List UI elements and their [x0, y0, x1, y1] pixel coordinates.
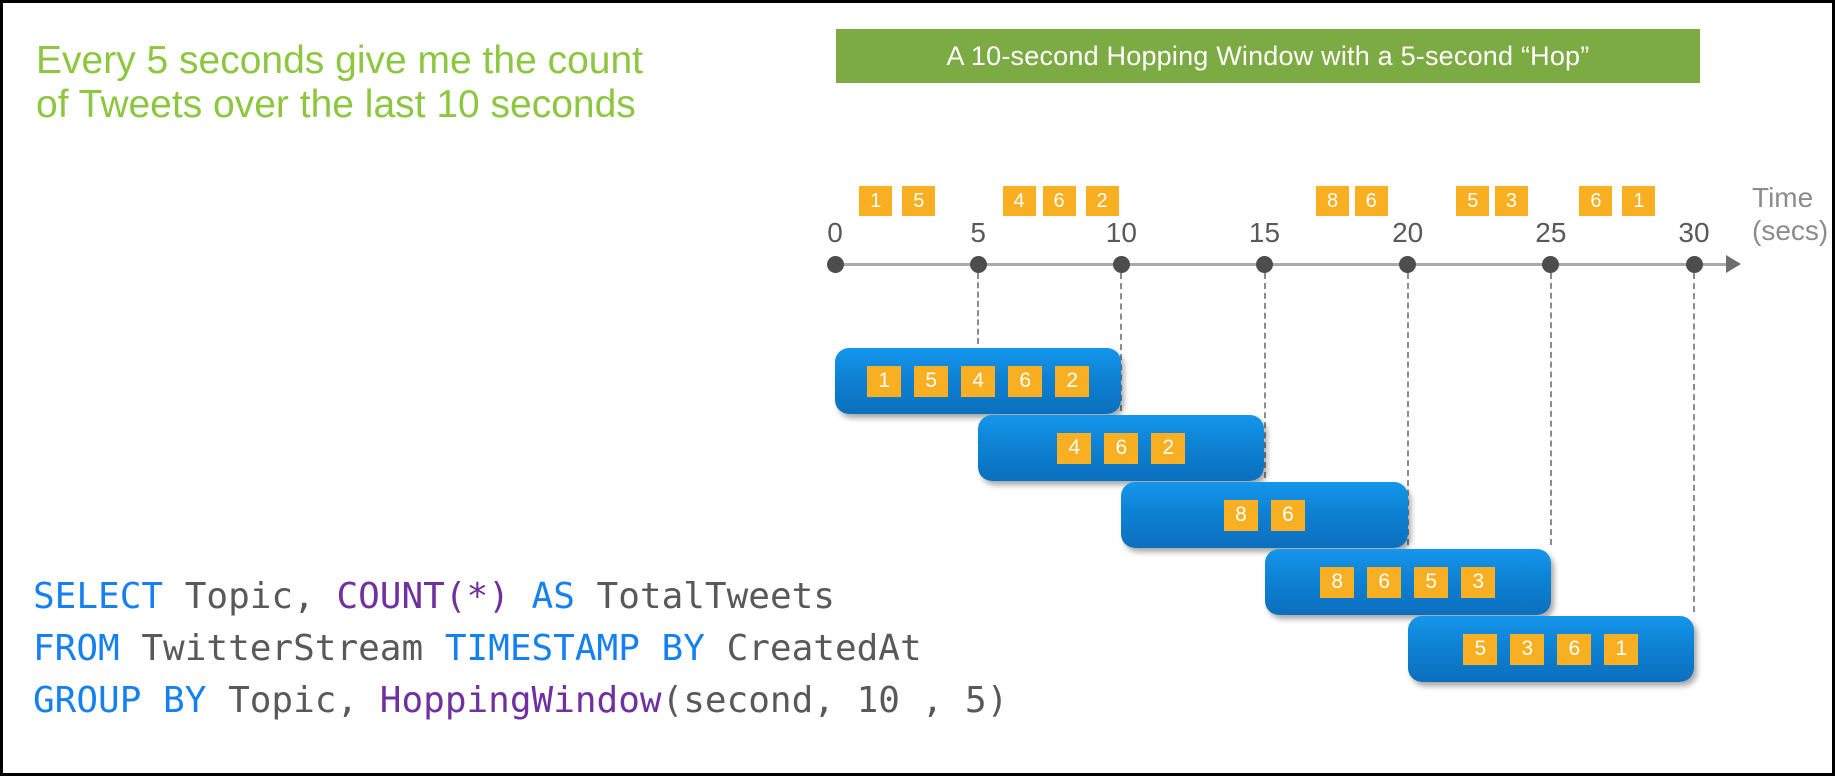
headline-text: Every 5 seconds give me the count of Twe… — [36, 39, 643, 126]
window-event-chip: 6 — [1557, 633, 1592, 665]
sql-token-kw: SELECT — [33, 576, 185, 617]
axis-tick-dot — [1542, 255, 1560, 273]
time-axis — [835, 263, 1726, 266]
axis-tick-label: 20 — [1392, 217, 1424, 248]
sql-token-kw: GROUP BY — [33, 680, 229, 721]
tick-drop-dash — [1693, 273, 1695, 612]
sql-token-kw: TIMESTAMP BY — [444, 628, 727, 669]
axis-time-label-line1: Time — [1752, 182, 1814, 213]
window-event-chip: 8 — [1320, 566, 1355, 598]
axis-arrow-icon — [1726, 255, 1741, 273]
axis-tick-label: 25 — [1535, 217, 1567, 248]
window-event-chip: 1 — [1604, 633, 1639, 665]
sql-token-plain — [510, 576, 532, 617]
tick-drop-dash — [1406, 273, 1409, 545]
event-chip: 1 — [859, 186, 893, 216]
window-event-chip: 6 — [1008, 365, 1043, 397]
sql-code-line: GROUP BY Topic, HoppingWindow(second, 10… — [33, 675, 1008, 727]
sql-token-plain: TotalTweets — [596, 576, 835, 617]
axis-tick-dot — [1685, 255, 1703, 273]
event-chip: 5 — [1456, 186, 1490, 216]
window-event-chip: 4 — [961, 365, 996, 397]
axis-tick-dot — [1399, 255, 1417, 273]
tick-drop-dash — [1263, 273, 1266, 478]
window-event-chip: 5 — [1414, 566, 1449, 598]
event-chip: 4 — [1002, 186, 1036, 216]
window-event-chip: 3 — [1510, 633, 1545, 665]
axis-tick-dot — [1256, 255, 1273, 273]
window-event-chip: 2 — [1055, 365, 1090, 397]
sql-token-plain: TwitterStream — [141, 628, 445, 669]
axis-tick-dot — [826, 255, 844, 273]
event-chip: 1 — [1622, 186, 1656, 216]
window-event-chip: 6 — [1104, 432, 1139, 464]
axis-tick-label: 15 — [1248, 217, 1281, 248]
sql-token-plain: Topic, — [228, 680, 380, 721]
axis-tick-label: 30 — [1678, 217, 1710, 248]
window-event-chip: 3 — [1461, 566, 1496, 598]
sql-code-line: FROM TwitterStream TIMESTAMP BY CreatedA… — [33, 623, 1008, 675]
window-event-chip: 6 — [1270, 499, 1305, 531]
sql-token-plain: Topic, — [184, 576, 337, 617]
tick-drop-dash — [1549, 273, 1552, 545]
event-chip: 8 — [1316, 186, 1350, 216]
event-chip: 6 — [1579, 186, 1613, 216]
window-event-chip: 8 — [1223, 499, 1258, 531]
axis-tick-label: 0 — [827, 217, 843, 248]
event-chip: 5 — [902, 186, 936, 216]
event-chip: 3 — [1494, 186, 1528, 216]
sql-code-line: SELECT Topic, COUNT(*) AS TotalTweets — [33, 571, 1008, 623]
sql-token-fn: COUNT(*) — [336, 576, 510, 617]
window-event-chip: 2 — [1151, 432, 1186, 464]
window-event-chip: 5 — [1463, 633, 1498, 665]
sql-token-kw: FROM — [33, 628, 142, 669]
window-event-chip: 6 — [1367, 566, 1402, 598]
axis-tick-dot — [1112, 255, 1130, 273]
sql-token-kw: AS — [531, 576, 597, 617]
axis-tick-label: 5 — [970, 217, 986, 248]
sql-token-plain: CreatedAt — [726, 628, 922, 669]
event-chip: 6 — [1354, 186, 1388, 216]
axis-time-label: Time (secs) — [1752, 181, 1828, 247]
window-event-chip: 1 — [867, 365, 902, 397]
tick-drop-dash — [977, 273, 980, 344]
banner: A 10-second Hopping Window with a 5-seco… — [836, 29, 1700, 83]
event-chip: 2 — [1085, 186, 1119, 216]
window-event-chip: 5 — [914, 365, 949, 397]
axis-time-label-line2: (secs) — [1752, 215, 1829, 247]
banner-text: A 10-second Hopping Window with a 5-seco… — [946, 40, 1590, 71]
axis-tick-label: 10 — [1105, 217, 1137, 248]
sql-token-fn: HoppingWindow — [379, 680, 662, 721]
tick-drop-dash — [1120, 273, 1123, 411]
sql-token-plain: (second, 10 , 5) — [661, 680, 1009, 721]
window-event-chip: 4 — [1057, 432, 1092, 464]
axis-tick-dot — [969, 255, 987, 273]
event-chip: 6 — [1042, 186, 1076, 216]
